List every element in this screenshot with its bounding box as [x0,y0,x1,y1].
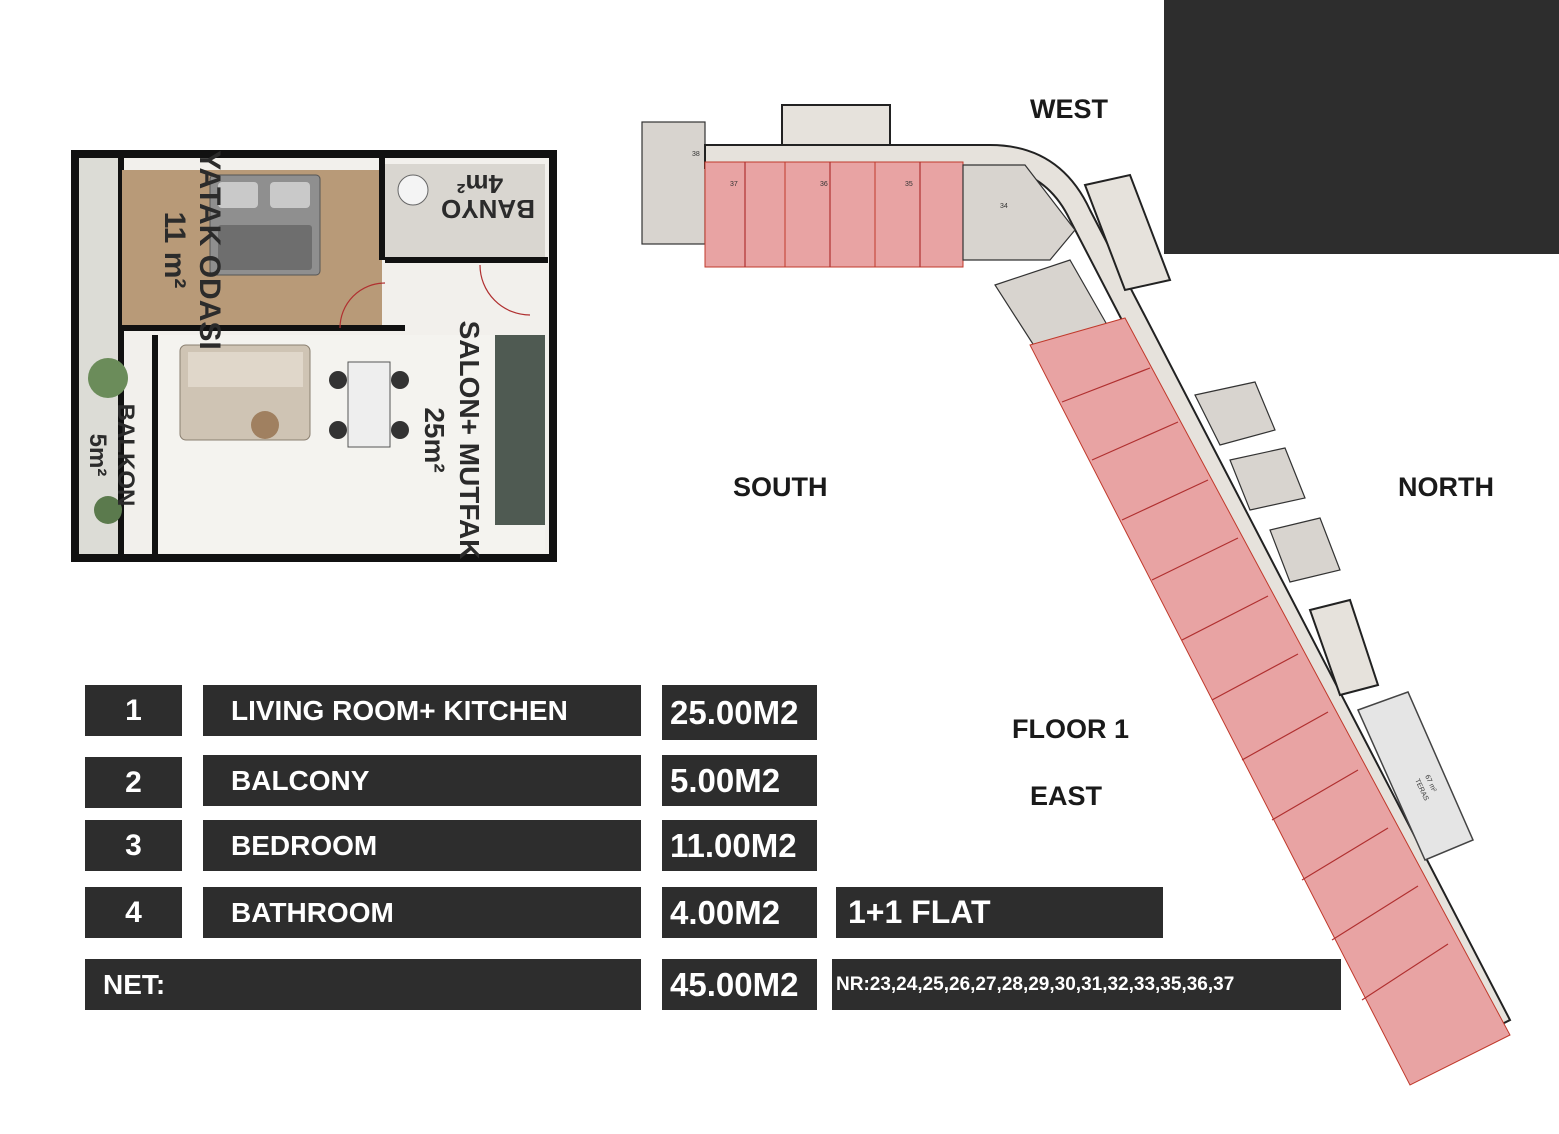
living-label: SALON+ MUTFAK [454,321,485,560]
living-area: 25m² [419,407,450,472]
row-2-area: 5.00M2 [662,755,817,806]
row-1-number: 1 [85,685,182,736]
unit-number-37: 37 [730,181,738,188]
row-2-name: BALCONY [203,755,641,806]
net-label: NET: [85,959,641,1010]
unit-number-35: 35 [905,181,913,188]
row-1-area: 25.00M2 [662,685,817,740]
north-unit-a [1194,381,1276,446]
floor-label: FLOOR 1 [1012,714,1130,744]
east-wing-units [1029,317,1511,1086]
right-stair-block [1083,173,1172,292]
east-label: EAST [1030,781,1103,811]
flat-type: 1+1 FLAT [836,887,1163,938]
bathroom-label: BANYO [441,194,535,224]
row-3-name: BEDROOM [203,820,641,871]
unit-38 [641,121,706,245]
row-4-number: 4 [85,887,182,938]
unit-34 [962,164,1076,261]
west-label: WEST [1030,94,1108,124]
unit-35 [874,161,964,268]
row-1-name: LIVING ROOM+ KITCHEN [203,685,641,736]
building-floor-plan: TERAS 67 m² 38 37 36 35 34 [641,104,1512,1086]
unit-number-36: 36 [820,181,828,188]
net-area: 45.00M2 [662,959,817,1010]
south-label: SOUTH [733,472,828,502]
north-unit-c [1269,517,1341,583]
balcony-label: BALKON [112,404,139,507]
row-4-name: BATHROOM [203,887,641,938]
north-label: NORTH [1398,472,1494,502]
unit-numbers: NR:23,24,25,26,27,28,29,30,31,32,33,35,3… [832,959,1341,1010]
bathroom-area: 4m² [457,169,504,199]
unit-floor-plan: YATAK ODASI 11 m² BANYO 4m² SALON+ MUTFA… [71,150,557,562]
north-unit-b [1229,447,1306,511]
row-2-number: 2 [85,757,182,808]
row-3-area: 11.00M2 [662,820,817,871]
unit-number-34: 34 [1000,203,1008,210]
terrace [1356,691,1474,861]
row-4-area: 4.00M2 [662,887,817,938]
bedroom-area: 11 m² [158,212,191,289]
top-stair-block [781,104,891,148]
north-stair-block [1308,598,1380,697]
row-3-number: 3 [85,820,182,871]
bedroom-label: YATAK ODASI [193,150,226,349]
unit-number-38: 38 [692,151,700,158]
corner-dark-block [1164,0,1559,254]
balcony-area: 5m² [84,434,111,477]
